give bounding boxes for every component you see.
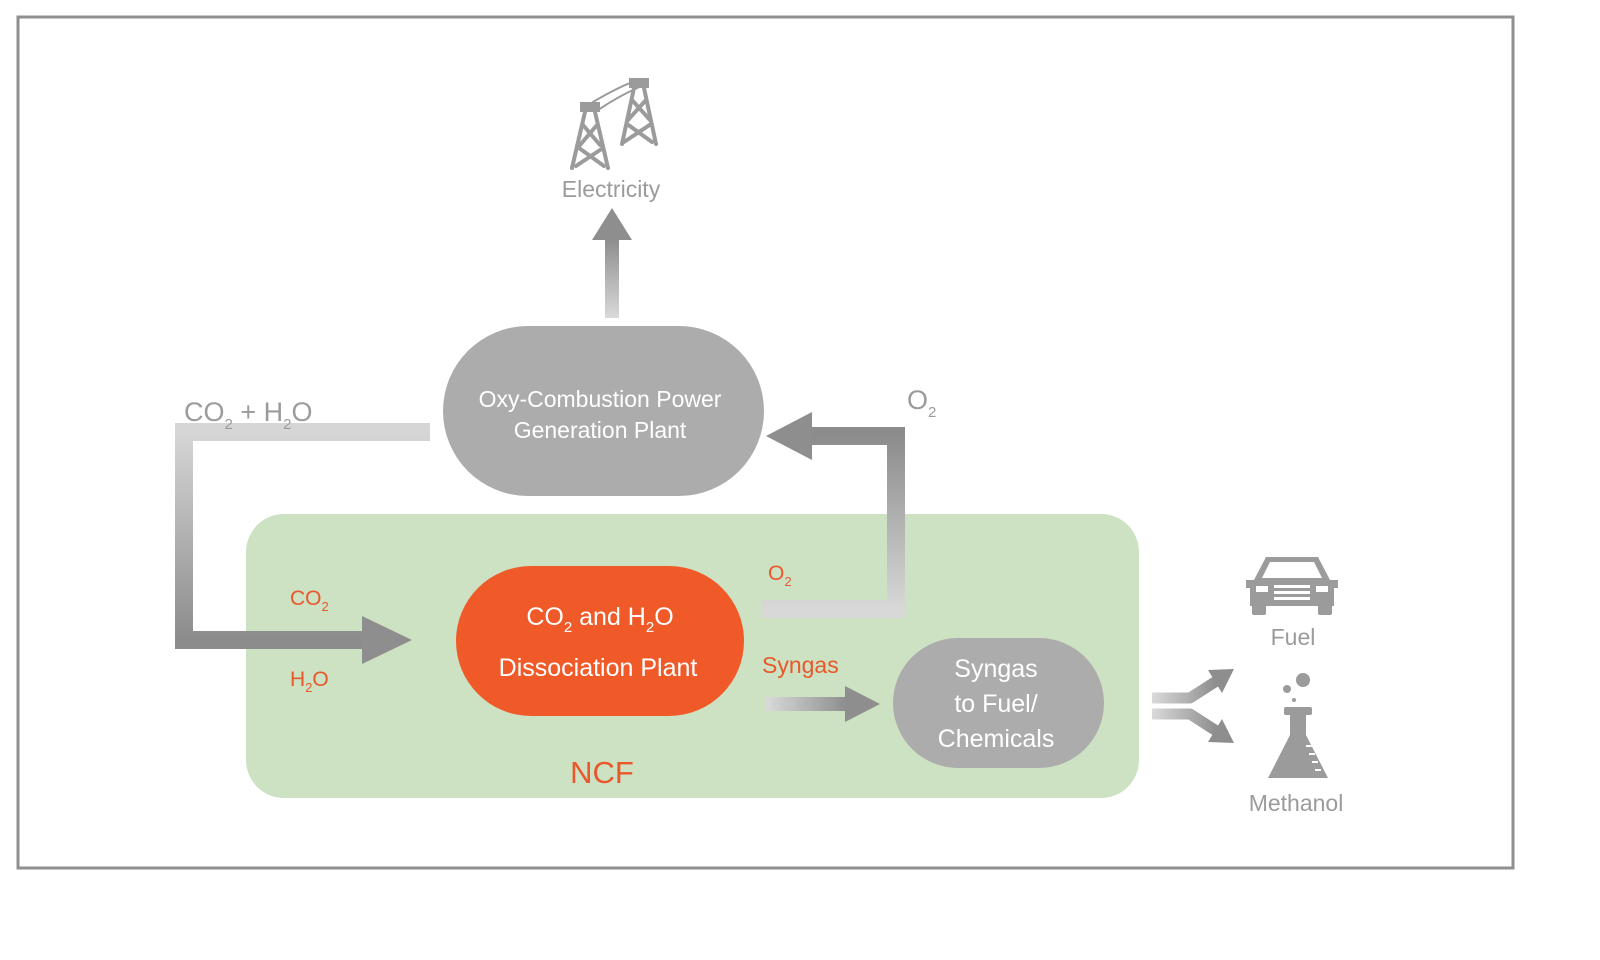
dissociation-label-line2: Dissociation Plant bbox=[499, 654, 698, 682]
o2-top-label: O2 bbox=[907, 385, 936, 421]
co2-input-label: CO2 bbox=[290, 587, 329, 614]
power-tower-icon bbox=[570, 78, 658, 170]
oxy-label-line1: Oxy-Combustion Power bbox=[479, 386, 722, 412]
o2-return-arrow bbox=[762, 412, 905, 618]
h2o-input-label: H2O bbox=[290, 668, 329, 695]
syngas-plant-line3: Chemicals bbox=[938, 725, 1055, 753]
syngas-plant-line1: Syngas bbox=[954, 655, 1037, 683]
fuel-label: Fuel bbox=[1271, 624, 1316, 650]
o2-inner-label: O2 bbox=[768, 562, 792, 589]
co2-h2o-return-arrow bbox=[175, 423, 430, 664]
oxy-label-line2: Generation Plant bbox=[514, 417, 687, 443]
dissociation-label-line1: CO2 and H2O bbox=[526, 603, 673, 636]
electricity-label: Electricity bbox=[562, 176, 661, 202]
arrow-to-electricity bbox=[592, 208, 632, 318]
oxy-combustion-plant: Oxy-Combustion Power Generation Plant bbox=[443, 326, 764, 496]
car-icon bbox=[1246, 557, 1338, 615]
diagram-frame bbox=[16, 15, 1515, 870]
co2-h2o-label: CO2 + H2O bbox=[184, 397, 312, 433]
syngas-label: Syngas bbox=[762, 652, 839, 678]
methanol-label: Methanol bbox=[1249, 790, 1344, 816]
output-fork-arrows bbox=[1152, 669, 1234, 743]
dissociation-plant: CO2 and H2O Dissociation Plant bbox=[456, 566, 744, 716]
flask-icon bbox=[1268, 673, 1328, 778]
syngas-arrow bbox=[766, 686, 880, 722]
syngas-to-fuel-plant: Syngas to Fuel/ Chemicals bbox=[893, 638, 1104, 768]
ncf-label: NCF bbox=[570, 755, 634, 790]
syngas-plant-line2: to Fuel/ bbox=[954, 690, 1037, 718]
